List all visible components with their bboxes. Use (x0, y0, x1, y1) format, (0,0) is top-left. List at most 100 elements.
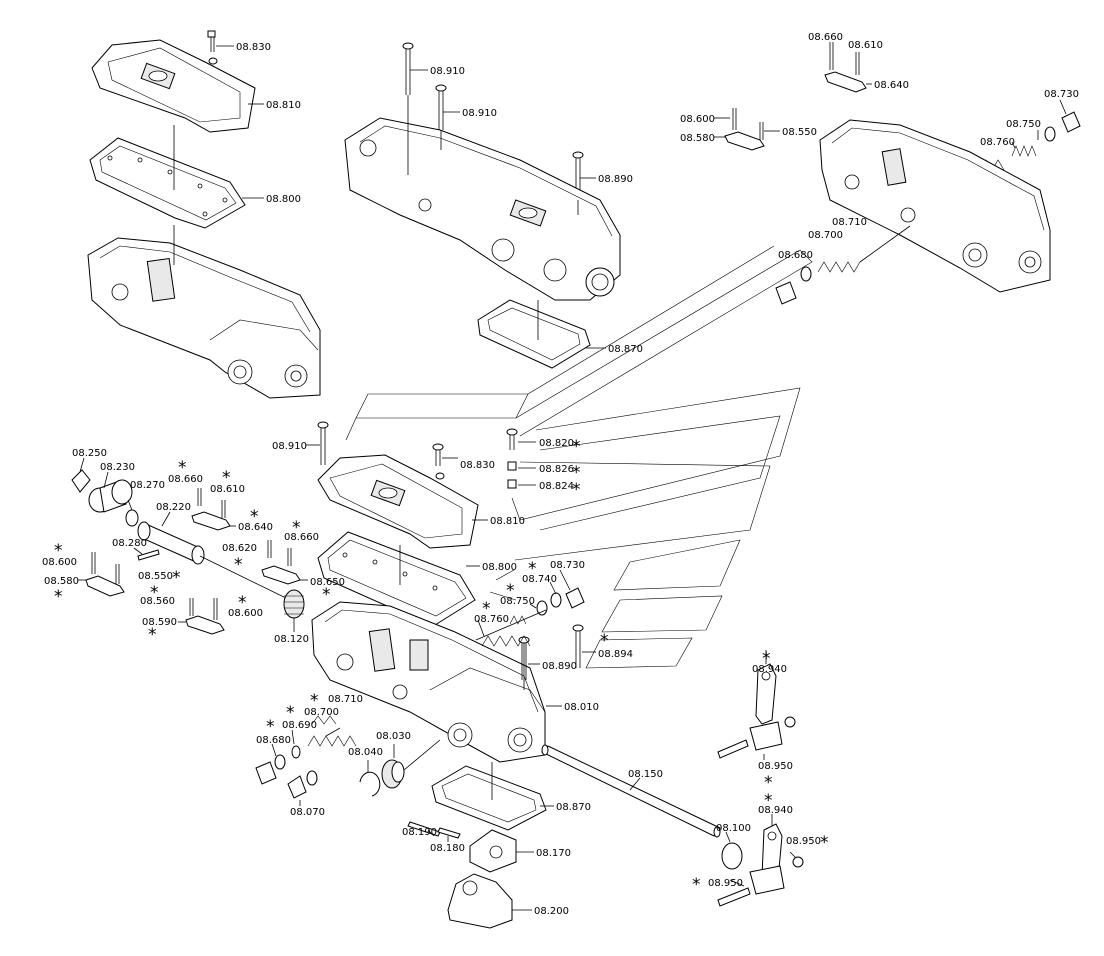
star-marker: * (172, 568, 181, 588)
label-08750-top: 08.750 (1006, 119, 1041, 130)
shift-rod-assembly (407, 744, 743, 929)
label-08610-left: 08.610 (210, 484, 245, 495)
label-08730-top: 08.730 (1044, 89, 1079, 100)
label-08700-top: 08.700 (808, 230, 843, 241)
levers-right (717, 650, 804, 907)
label-08650: 08.650 (310, 577, 345, 588)
shaft-assembly-left (71, 457, 308, 635)
star-marker: * (222, 468, 231, 488)
label-08600-lower: 08.600 (228, 608, 263, 619)
label-08280: 08.280 (112, 538, 147, 549)
star-marker: * (600, 631, 609, 651)
star-marker: * (54, 541, 63, 561)
star-marker: * (572, 463, 581, 483)
label-08940-top: 08.940 (752, 664, 787, 675)
cover-assembly-top-right (714, 42, 1081, 305)
label-08600-top: 08.600 (680, 114, 715, 125)
star-marker: * (238, 593, 247, 613)
label-08760-top: 08.760 (980, 137, 1015, 148)
label-08830-mid: 08.830 (460, 460, 495, 471)
star-marker: * (250, 507, 259, 527)
star-marker: * (764, 773, 773, 793)
label-08010: 08.010 (564, 702, 599, 713)
label-08810-mid: 08.810 (490, 516, 525, 527)
star-marker: * (572, 480, 581, 500)
label-08750-mid: 08.750 (500, 596, 535, 607)
label-08710-top: 08.710 (832, 217, 867, 228)
label-08180: 08.180 (430, 843, 465, 854)
label-08580-top: 08.580 (680, 133, 715, 144)
label-08710-low: 08.710 (328, 694, 363, 705)
label-08830-top: 08.830 (236, 42, 271, 53)
cover-assembly-top-center (344, 42, 621, 369)
label-08120: 08.120 (274, 634, 309, 645)
label-08800-top: 08.800 (266, 194, 301, 205)
label-08940-low: 08.940 (758, 805, 793, 816)
connector-lines (345, 245, 813, 669)
label-08190: 08.190 (402, 827, 437, 838)
label-08030: 08.030 (376, 731, 411, 742)
label-08070: 08.070 (290, 807, 325, 818)
star-marker: * (310, 691, 319, 711)
label-08230: 08.230 (100, 462, 135, 473)
label-08894: 08.894 (598, 649, 633, 660)
star-marker: * (150, 583, 159, 603)
label-08040: 08.040 (348, 747, 383, 758)
star-marker: * (322, 585, 331, 605)
label-08890-mid: 08.890 (542, 661, 577, 672)
gasket-lower (431, 762, 554, 831)
label-08270: 08.270 (130, 480, 165, 491)
star-marker: * (266, 717, 275, 737)
star-marker: * (506, 581, 515, 601)
label-08600-left: 08.600 (42, 557, 77, 568)
label-08950-top: 08.950 (758, 761, 793, 772)
label-08620: 08.620 (222, 543, 257, 554)
star-marker: * (234, 555, 243, 575)
label-08730-mid: 08.730 (550, 560, 585, 571)
star-marker: * (178, 458, 187, 478)
label-08220: 08.220 (156, 502, 191, 513)
label-08910-top-a: 08.910 (430, 66, 465, 77)
label-08820: 08.820 (539, 438, 574, 449)
cover-assembly-top-left (87, 30, 321, 399)
star-marker: * (764, 791, 773, 811)
star-marker: * (820, 833, 829, 853)
star-marker: * (54, 587, 63, 607)
label-08910-top-b: 08.910 (462, 108, 497, 119)
label-08690: 08.690 (282, 720, 317, 731)
label-08550-top: 08.550 (782, 127, 817, 138)
label-08640-left: 08.640 (238, 522, 273, 533)
label-08640-top: 08.640 (874, 80, 909, 91)
label-08150: 08.150 (628, 769, 663, 780)
label-08100: 08.100 (716, 823, 751, 834)
star-marker: * (482, 599, 491, 619)
label-08800-mid: 08.800 (482, 562, 517, 573)
star-marker: * (572, 437, 581, 457)
star-marker: * (692, 875, 701, 895)
label-08810-top: 08.810 (266, 100, 301, 111)
label-08740: 08.740 (522, 574, 557, 585)
star-marker: * (148, 625, 157, 645)
star-marker: * (528, 559, 537, 579)
label-08250: 08.250 (72, 448, 107, 459)
main-housing (311, 569, 596, 763)
label-08910-mid: 08.910 (272, 441, 307, 452)
label-08760-mid: 08.760 (474, 614, 509, 625)
label-08950-right: 08.950 (786, 836, 821, 847)
cover-assembly-middle (306, 421, 536, 626)
label-08580-left: 08.580 (44, 576, 79, 587)
star-marker: * (286, 703, 295, 723)
label-08610-top: 08.610 (848, 40, 883, 51)
label-08560: 08.560 (140, 596, 175, 607)
label-08660-top: 08.660 (808, 32, 843, 43)
label-08170: 08.170 (536, 848, 571, 859)
label-08590: 08.590 (142, 617, 177, 628)
label-08660-mid: 08.660 (284, 532, 319, 543)
label-08200: 08.200 (534, 906, 569, 917)
label-08950-low: 08.950 (708, 878, 743, 889)
label-08870-top: 08.870 (608, 344, 643, 355)
label-08680-top: 08.680 (778, 250, 813, 261)
star-marker: * (762, 649, 771, 669)
star-markers: * * * * * * * * * * * * * * * * * * * * … (54, 437, 829, 895)
